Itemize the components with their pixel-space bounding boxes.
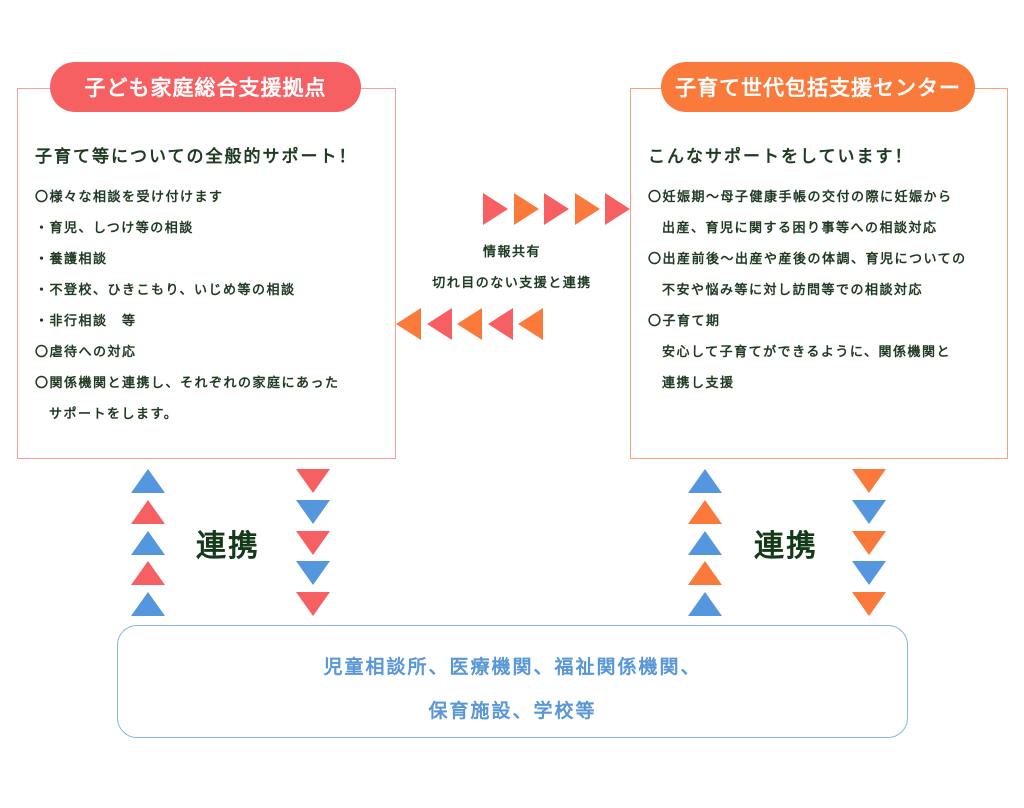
arrow-left-icon	[426, 308, 452, 340]
right-renkei-label: 連携	[754, 529, 818, 564]
arrow-down-icon	[296, 499, 330, 524]
arrow-up-icon	[131, 561, 165, 586]
left-items: 〇様々な相談を受け付けます・育児、しつけ等の相談・養護相談・不登校、ひきこもり、…	[35, 182, 340, 430]
arrow-up-icon	[688, 499, 722, 524]
list-item: 〇子育て期	[648, 314, 721, 329]
arrow-down-icon	[296, 561, 330, 586]
arrow-down-icon	[852, 469, 886, 493]
list-item: 〇虐待への対応	[35, 345, 137, 360]
arrow-down-icon	[852, 530, 886, 555]
list-item: ・非行相談 等	[35, 314, 137, 329]
arrow-up-icon	[688, 469, 722, 493]
middle-line1: 情報共有	[482, 245, 541, 260]
arrow-up-icon	[131, 499, 165, 524]
list-item: サポートをします。	[49, 407, 179, 422]
list-item: 〇関係機関と連携し、それぞれの家庭にあった	[35, 376, 340, 391]
list-item: 出産、育児に関する困り事等への相談対応	[662, 221, 938, 236]
arrow-right-icon	[483, 193, 508, 225]
list-item: 〇様々な相談を受け付けます	[35, 190, 224, 205]
arrow-left-icon	[396, 308, 421, 340]
agencies-line2: 保育施設、学校等	[428, 700, 597, 722]
list-item: 安心して子育てができるように、関係機関と	[662, 345, 951, 360]
arrow-left-icon	[487, 308, 513, 340]
arrow-up-icon	[688, 592, 722, 617]
right-title: 子育て世代包括支援センター	[661, 62, 975, 112]
middle-line2: 切れ目のない支援と連携	[432, 276, 592, 291]
list-item: ・不登校、ひきこもり、いじめ等の相談	[35, 283, 296, 298]
arrow-down-icon	[852, 561, 886, 586]
list-item: 連携し支援	[662, 376, 735, 391]
arrow-left-icon	[518, 308, 543, 340]
right-heading: こんなサポートをしています！	[648, 147, 914, 167]
arrow-right-icon	[574, 193, 600, 225]
arrow-right-icon	[544, 193, 569, 225]
left-renkei-label: 連携	[196, 529, 260, 564]
arrow-right-icon	[605, 193, 630, 225]
agencies-line1: 児童相談所、医療機関、福祉関係機関、	[323, 656, 702, 678]
arrow-up-icon	[131, 530, 165, 555]
arrow-up-icon	[688, 561, 722, 586]
arrow-up-icon	[131, 592, 165, 617]
list-item: 〇出産前後～出産や産後の体調、育児についての	[648, 252, 967, 267]
list-item: ・養護相談	[35, 252, 108, 267]
list-item: 〇妊娠期～母子健康手帳の交付の際に妊娠から	[648, 190, 953, 205]
arrow-left-icon	[457, 308, 482, 340]
list-item: 不安や悩み等に対し訪問等での相談対応	[662, 283, 924, 298]
related-agencies-box: 児童相談所、医療機関、福祉関係機関、 保育施設、学校等	[117, 625, 908, 738]
arrow-down-icon	[296, 530, 330, 555]
left-title: 子ども家庭総合支援拠点	[50, 62, 361, 112]
arrow-down-icon	[852, 592, 886, 617]
arrow-down-icon	[296, 592, 330, 617]
arrow-up-icon	[131, 469, 165, 493]
list-item: ・育児、しつけ等の相談	[35, 221, 194, 236]
arrow-right-icon	[513, 193, 539, 225]
arrow-up-icon	[688, 530, 722, 555]
arrow-down-icon	[852, 499, 886, 524]
left-heading: 子育て等についての全般的サポート！	[35, 147, 358, 167]
right-items: 〇妊娠期～母子健康手帳の交付の際に妊娠から出産、育児に関する困り事等への相談対応…	[648, 182, 967, 399]
arrow-down-icon	[296, 469, 330, 493]
